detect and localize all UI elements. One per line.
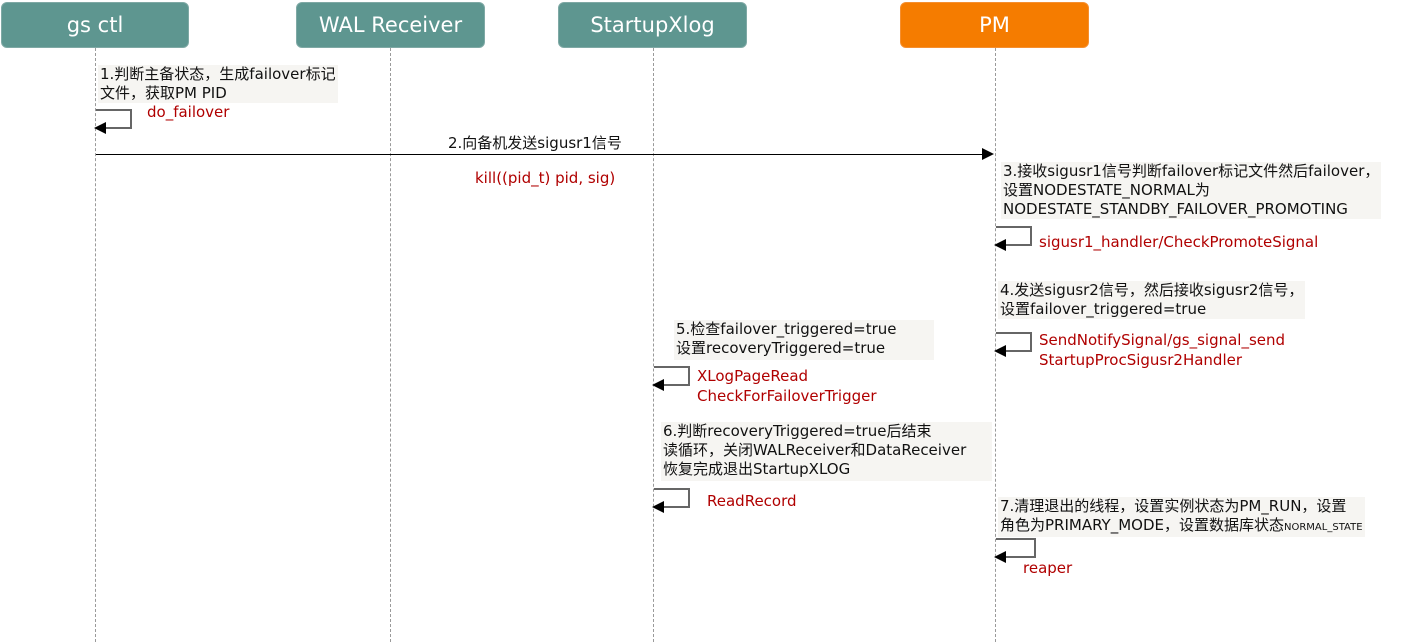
note-line: 读循环，关闭WALReceiver和DataReceiver xyxy=(663,441,967,459)
note-line: NODESTATE_STANDBY_FAILOVER_PROMOTING xyxy=(1003,200,1348,218)
note-text: 角色为PRIMARY_MODE，设置数据库状态 xyxy=(1000,516,1284,534)
actor-label: gs ctl xyxy=(66,13,124,37)
step1-self-call-arrow xyxy=(94,109,132,134)
arrowhead-icon xyxy=(652,501,664,513)
step4-self-call-arrow xyxy=(994,332,1032,357)
step4-function: SendNotifySignal/gs_signal_send StartupP… xyxy=(1039,330,1285,370)
step3-function: sigusr1_handler/CheckPromoteSignal xyxy=(1039,233,1319,251)
actor-label: StartupXlog xyxy=(590,13,715,37)
note-line: 1.判断主备状态，生成failover标记 xyxy=(100,65,336,83)
actor-startupxlog: StartupXlog xyxy=(558,2,747,48)
arrowhead-icon xyxy=(94,122,106,134)
actor-label: WAL Receiver xyxy=(318,13,463,37)
function-line: CheckForFailoverTrigger xyxy=(697,387,877,405)
actor-label: PM xyxy=(979,13,1010,37)
note-line: 设置NODESTATE_NORMAL为 xyxy=(1003,181,1210,199)
function-line: StartupProcSigusr2Handler xyxy=(1039,351,1243,369)
note-line: 5.检查failover_triggered=true xyxy=(676,320,897,338)
step2-message-label: 2.向备机发送sigusr1信号 xyxy=(448,134,622,152)
lifeline-wal-receiver xyxy=(390,48,391,642)
actor-wal-receiver: WAL Receiver xyxy=(296,2,485,48)
step5-function: XLogPageRead CheckForFailoverTrigger xyxy=(697,366,877,406)
arrowhead-icon xyxy=(652,379,664,391)
arrowhead-icon xyxy=(994,239,1006,251)
note-line: 角色为PRIMARY_MODE，设置数据库状态NORMAL_STATE xyxy=(1000,516,1363,537)
function-line: SendNotifySignal/gs_signal_send xyxy=(1039,331,1286,349)
step7-self-call-arrow xyxy=(994,538,1036,563)
step5-note: 5.检查failover_triggered=true 设置recoveryTr… xyxy=(674,320,934,360)
note-line: 7.清理退出的线程，设置实例状态为PM_RUN，设置 xyxy=(1000,497,1347,515)
note-line: 4.发送sigusr2信号，然后接收sigusr2信号， xyxy=(1000,281,1304,299)
step2-function: kill((pid_t) pid, sig) xyxy=(475,169,616,187)
step2-message-arrow xyxy=(96,148,994,160)
actor-gs-ctl: gs ctl xyxy=(1,2,189,48)
step4-note: 4.发送sigusr2信号，然后接收sigusr2信号， 设置failover_… xyxy=(998,281,1306,319)
step3-self-call-arrow xyxy=(994,226,1032,251)
step1-function: do_failover xyxy=(147,103,230,121)
note-line: 设置recoveryTriggered=true xyxy=(676,339,886,357)
note-text-small: NORMAL_STATE xyxy=(1284,522,1363,533)
note-line: 3.接收sigusr1信号判断failover标记文件然后failover， xyxy=(1003,162,1380,180)
lifeline-gs-ctl xyxy=(95,48,96,642)
function-line: XLogPageRead xyxy=(697,367,809,385)
note-line: 设置failover_triggered=true xyxy=(1000,300,1207,318)
lifeline-startupxlog xyxy=(653,48,654,642)
note-line: 恢复完成退出StartupXLOG xyxy=(663,460,851,478)
step3-note: 3.接收sigusr1信号判断failover标记文件然后failover， 设… xyxy=(1001,162,1382,219)
arrowhead-icon xyxy=(994,345,1006,357)
arrowhead-icon xyxy=(994,551,1006,563)
note-line: 文件，获取PM PID xyxy=(100,84,227,102)
note-line: 6.判断recoveryTriggered=true后结束 xyxy=(663,422,932,440)
step7-function: reaper xyxy=(1023,559,1073,577)
step6-note: 6.判断recoveryTriggered=true后结束 读循环，关闭WALR… xyxy=(661,422,992,481)
step6-self-call-arrow xyxy=(652,488,690,513)
actor-pm: PM xyxy=(900,2,1089,48)
step1-note: 1.判断主备状态，生成failover标记 文件，获取PM PID xyxy=(98,65,338,103)
step7-note: 7.清理退出的线程，设置实例状态为PM_RUN，设置 角色为PRIMARY_MO… xyxy=(998,497,1365,537)
arrowhead-icon xyxy=(982,148,994,160)
step6-function: ReadRecord xyxy=(707,492,797,510)
step5-self-call-arrow xyxy=(652,366,690,391)
